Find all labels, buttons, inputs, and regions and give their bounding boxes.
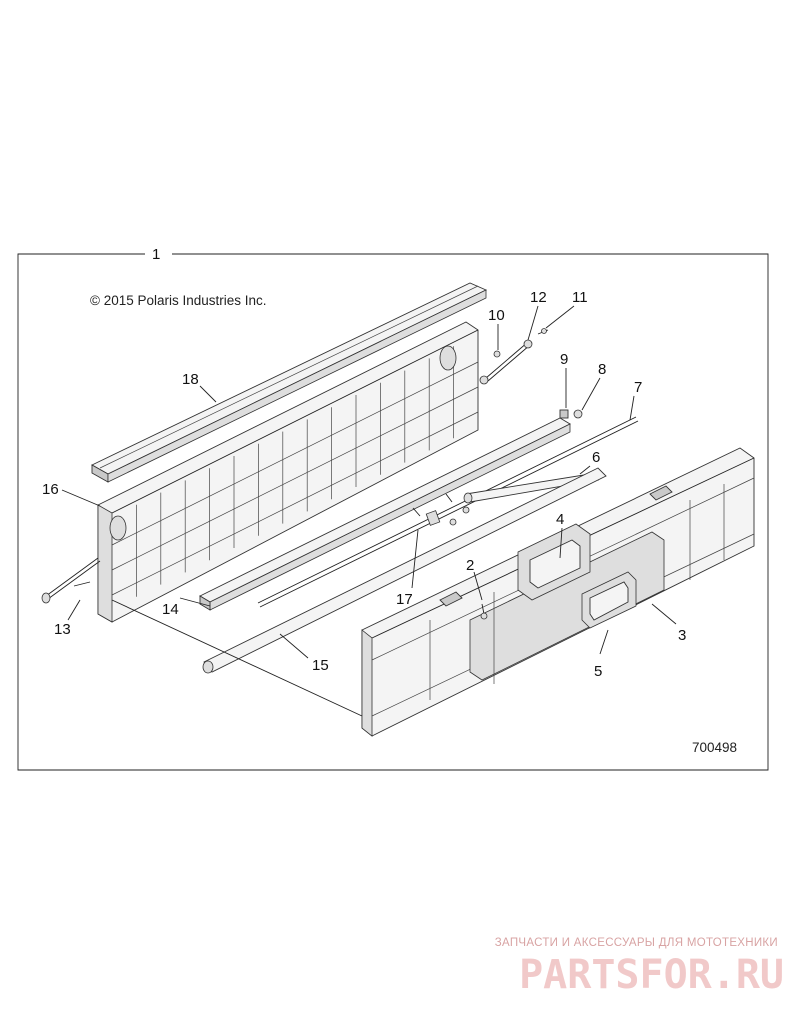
watermark-brand: PARTSFOR.RU (519, 952, 784, 998)
callout-17: 17 (396, 591, 413, 608)
callout-12: 12 (530, 289, 547, 306)
callout-15: 15 (312, 657, 329, 674)
assembly-frame (17, 253, 769, 771)
callout-5: 5 (594, 663, 602, 680)
part-13-cable-pin (41, 557, 101, 604)
callout-10: 10 (488, 307, 505, 324)
callout-13: 13 (54, 621, 71, 638)
part-12-cable (479, 339, 533, 385)
part-11-screw (537, 328, 549, 335)
copyright-text: © 2015 Polaris Industries Inc. (90, 293, 267, 308)
callout-11: 11 (572, 289, 588, 306)
part-18-top-cap (91, 282, 488, 483)
callout-14: 14 (162, 601, 179, 618)
callout-4: 4 (556, 511, 564, 528)
callout-8: 8 (598, 361, 606, 378)
callout-18: 18 (182, 371, 199, 388)
part-10-washer (493, 350, 501, 358)
callout-7: 7 (634, 379, 642, 396)
part-17-hinge-clips (412, 493, 470, 526)
leader-lines (61, 305, 677, 717)
callout-2: 2 (466, 557, 474, 574)
part-4-handle-bezel (517, 523, 591, 601)
callout-6: 6 (592, 449, 600, 466)
part-14-channel-rail (199, 417, 571, 611)
part-9-end-cap (559, 409, 569, 419)
watermark-tagline: ЗАПЧАСТИ И АКСЕССУАРЫ ДЛЯ МОТОТЕХНИКИ (495, 937, 778, 949)
part-16-tailgate-panel (97, 321, 479, 623)
callout-16: 16 (42, 481, 59, 498)
callout-9: 9 (560, 351, 568, 368)
part-15-long-tube (202, 467, 607, 674)
callout-3: 3 (678, 627, 686, 644)
callout-1: 1 (152, 246, 160, 263)
figure-number: 700498 (692, 740, 737, 755)
part-5-handle (581, 571, 637, 629)
part-7-rod (257, 416, 639, 608)
part-8-end-plug (573, 409, 583, 419)
part-2-screw (480, 603, 488, 620)
